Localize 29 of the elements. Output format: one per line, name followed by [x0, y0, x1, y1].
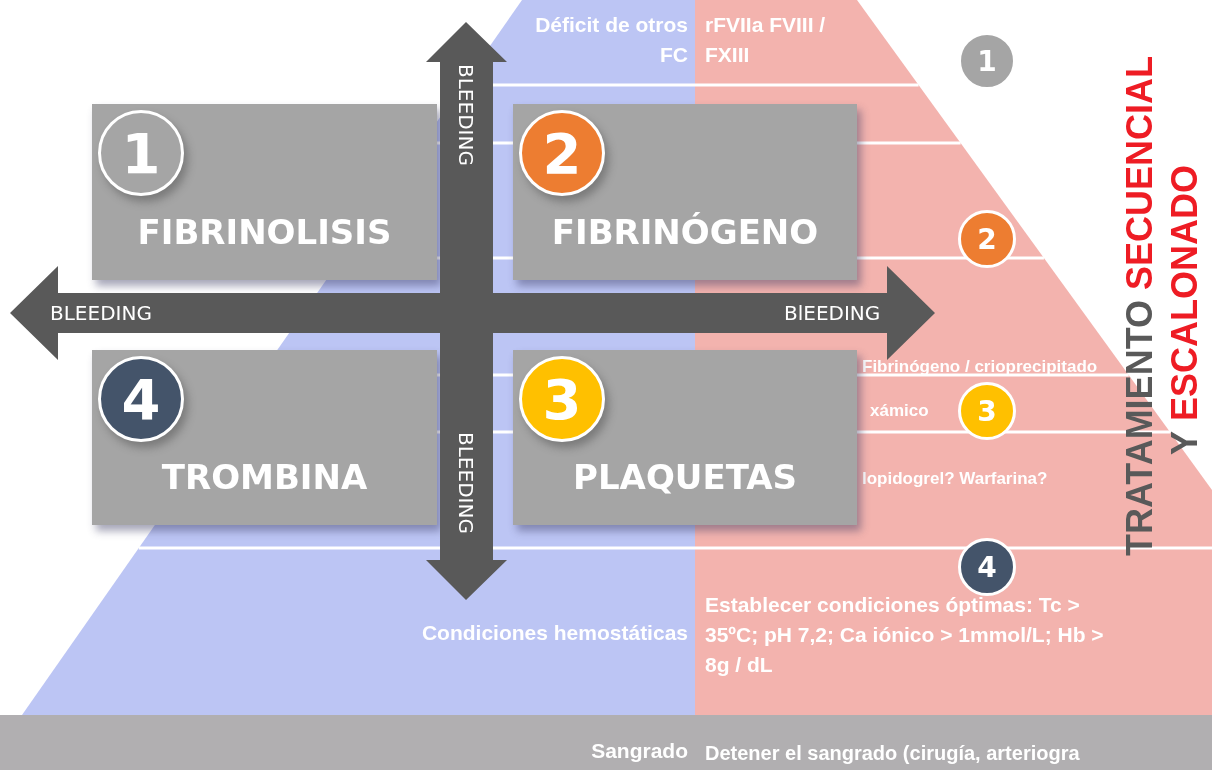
tier-text: Detener el sangrado (cirugía, arteriogra: [705, 741, 1081, 766]
arrow-label: BLEEDING: [50, 301, 152, 325]
quadrant-card: [513, 104, 857, 280]
title-text: TRATAMIENTO: [1119, 300, 1160, 556]
tier-label: Déficit de otros FC: [534, 12, 688, 68]
tier-label: Sangrado: [590, 738, 688, 764]
tier-label: Condiciones hemostáticas: [420, 620, 688, 646]
title-text: SECUENCIAL: [1119, 56, 1160, 290]
card-title: FIBRINÓGENO: [550, 212, 820, 252]
title-text: Y: [1164, 431, 1205, 456]
tier-text: Fibrinógeno / crioprecipitado: [862, 356, 1099, 378]
number-circle: 2: [519, 110, 605, 196]
arrow-label: BLEEDING: [453, 64, 479, 166]
quadrant-card: [92, 350, 437, 525]
title-text: ESCALONADO: [1164, 165, 1205, 421]
tier-text: lopidogrel? Warfarina?: [862, 468, 1049, 490]
tier-text: rFVIIa FVIII / FXIII: [705, 12, 827, 68]
quadrant-card: [513, 350, 857, 525]
quadrant-card: [92, 104, 437, 280]
card-title: TROMBINA: [160, 457, 369, 497]
arrow-label: BLEEDING: [453, 432, 479, 534]
number-circle: 3: [519, 356, 605, 442]
card-title: PLAQUETAS: [572, 457, 798, 497]
card-title: FIBRINOLISIS: [136, 212, 393, 252]
tier-text: xámico: [870, 400, 930, 422]
arrow-label: BlEEDING: [784, 301, 881, 325]
number-circle: 1: [98, 110, 184, 196]
number-circle: 1: [958, 32, 1016, 90]
number-circle: 4: [98, 356, 184, 442]
